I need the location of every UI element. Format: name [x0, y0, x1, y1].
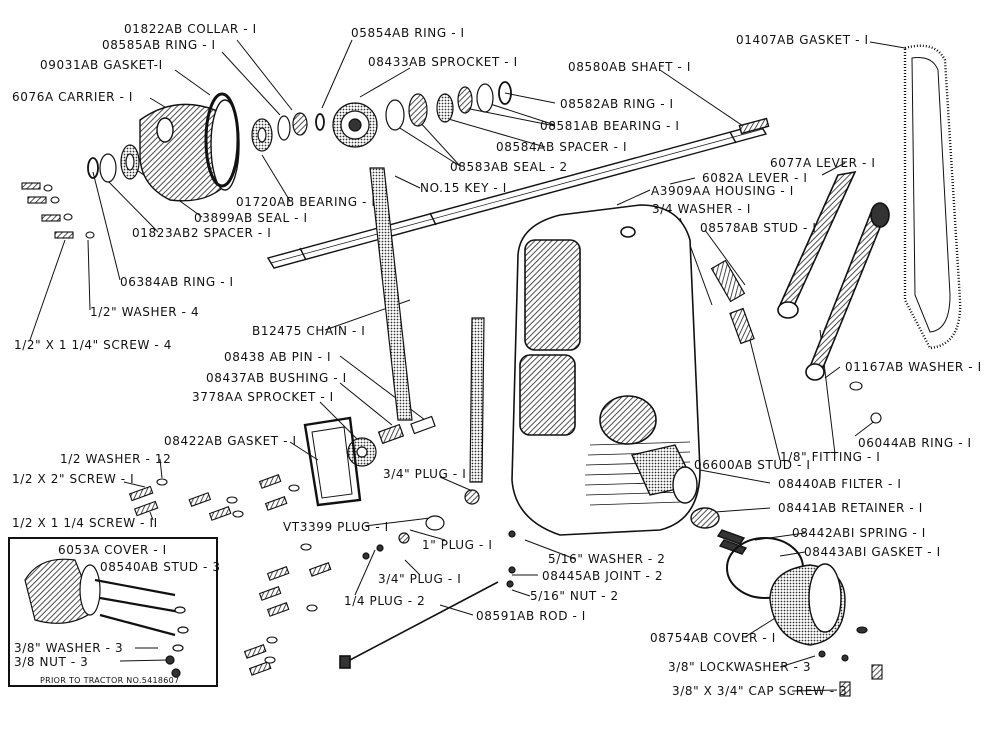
label-plug-14: 1/4 PLUG - 2: [344, 594, 426, 608]
label-bearing-01720: 01720AB BEARING - I: [236, 195, 376, 209]
label-lever-6082: 6082A LEVER - I: [702, 171, 808, 185]
label-cover-08754: 08754AB COVER - I: [650, 631, 776, 645]
label-ring-08582: 08582AB RING - I: [560, 97, 674, 111]
label-stud-08578: 08578AB STUD - I: [700, 221, 817, 235]
label-plug-34-low: 3/4" PLUG - I: [378, 572, 462, 586]
label-fitting: 1/8" FITTING - I: [780, 450, 881, 464]
label-screw-4: 1/2" X 1 1/4" SCREW - 4: [14, 338, 172, 352]
label-retainer: 08441AB RETAINER - I: [778, 501, 923, 515]
label-stud-08540: 08540AB STUD - 3: [100, 560, 221, 574]
label-nut-516: 5/16" NUT - 2: [530, 589, 619, 603]
label-washer-12-4: 1/2" WASHER - 4: [90, 305, 200, 319]
label-seal-03899: 03899AB SEAL - I: [194, 211, 308, 225]
label-key: NO.15 KEY - I: [420, 181, 507, 195]
label-screw-2: 1/2 X 2" SCREW - I: [12, 472, 135, 486]
label-gasket-08422: 08422AB GASKET - I: [164, 434, 297, 448]
label-spacer-08584: 08584AB SPACER - I: [496, 140, 628, 154]
label-washer-34: 3/4 WASHER - I: [652, 202, 752, 216]
label-nut-38: 3/8 NUT - 3: [14, 655, 89, 669]
label-gasket-01407: 01407AB GASKET - I: [736, 33, 869, 47]
label-ring-06384: 06384AB RING - I: [120, 275, 234, 289]
label-joint: 08445AB JOINT - 2: [542, 569, 664, 583]
label-screw-11: 1/2 X 1 1/4 SCREW - II: [12, 516, 158, 530]
label-washer-516: 5/16" WASHER - 2: [548, 552, 666, 566]
label-stud-06600: 06600AB STUD - I: [694, 458, 811, 472]
label-carrier: 6076A CARRIER - I: [12, 90, 133, 104]
label-bearing-08581: 08581AB BEARING - I: [540, 119, 680, 133]
inset-frame: [8, 537, 218, 687]
label-washer-01167: 01167AB WASHER - I: [845, 360, 982, 374]
label-shaft: 08580AB SHAFT - I: [568, 60, 691, 74]
label-ring-06044: 06044AB RING - I: [858, 436, 972, 450]
label-housing: A3909AA HOUSING - I: [651, 184, 794, 198]
label-filter: 08440AB FILTER - I: [778, 477, 902, 491]
label-plug-34-top: 3/4" PLUG - I: [383, 467, 467, 481]
label-cap-screw: 3/8" X 3/4" CAP SCREW - 3: [672, 684, 848, 698]
label-ring-08585: 08585AB RING - I: [102, 38, 216, 52]
label-pin: 08438 AB PIN - I: [224, 350, 332, 364]
label-cover-6053: 6053A COVER - I: [58, 543, 167, 557]
label-lever-6077: 6077A LEVER - I: [770, 156, 876, 170]
label-rod: 08591AB ROD - I: [476, 609, 586, 623]
label-spring: 08442ABI SPRING - I: [792, 526, 926, 540]
label-ring-05854: 05854AB RING - I: [351, 26, 465, 40]
label-gasket-09031: 09031AB GASKET-I: [40, 58, 163, 72]
label-seal-08583: 08583AB SEAL - 2: [450, 160, 568, 174]
label-chain: B12475 CHAIN - I: [252, 324, 366, 338]
label-washer-12-12: 1/2 WASHER - 12: [60, 452, 172, 466]
label-sprocket-08433: 08433AB SPROCKET - I: [368, 55, 518, 69]
label-plug-vt3399: VT3399 PLUG - I: [283, 520, 389, 534]
label-gasket-08443: 08443ABI GASKET - I: [804, 545, 941, 559]
label-washer-38: 3/8" WASHER - 3: [14, 641, 124, 655]
label-sprocket-3778: 3778AA SPROCKET - I: [192, 390, 334, 404]
label-lockwasher: 3/8" LOCKWASHER - 3: [668, 660, 812, 674]
label-collar: 01822AB COLLAR - I: [124, 22, 257, 36]
label-bushing: 08437AB BUSHING - I: [206, 371, 347, 385]
label-spacer-01823: 01823AB2 SPACER - I: [132, 226, 272, 240]
label-plug-1: 1" PLUG - I: [422, 538, 493, 552]
label-prior-note: PRIOR TO TRACTOR NO.5418607: [40, 676, 180, 685]
